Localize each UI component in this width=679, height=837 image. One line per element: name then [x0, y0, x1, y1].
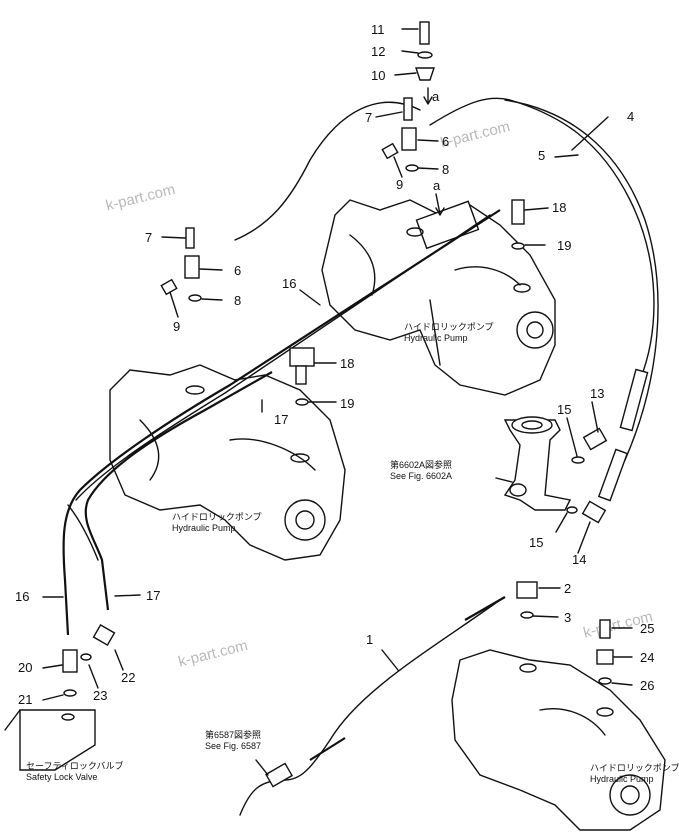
- callout-18-top: 18: [552, 200, 566, 215]
- callout-17-bottom: 17: [146, 588, 160, 603]
- callout-1: 1: [366, 632, 373, 647]
- fitting-25: [599, 619, 611, 639]
- hose-end-4: [619, 368, 649, 432]
- fitting-9-top: [381, 142, 399, 160]
- callout-a-top: a: [432, 89, 440, 104]
- oring-8-left: [188, 294, 202, 302]
- watermark-1: k-part.com: [104, 181, 177, 215]
- callout-17-mid: 17: [274, 412, 288, 427]
- watermark-2: k-part.com: [439, 118, 512, 152]
- see-6602a-en: See Fig. 6602A: [390, 471, 452, 481]
- callout-8-top: 8: [442, 162, 449, 177]
- oring-23: [80, 653, 92, 661]
- pump-label-en-upper: Hydraulic Pump: [404, 333, 468, 343]
- callout-15-bottom: 15: [529, 535, 543, 550]
- elbow-18-mid: [289, 347, 315, 367]
- pump-label-en-lower: Hydraulic Pump: [172, 523, 236, 533]
- oring-19-mid: [295, 398, 309, 406]
- callout-6-left: 6: [234, 263, 241, 278]
- pump-label-jp-lower: ハイドロリックポンプ: [172, 512, 262, 522]
- bolt-11: [419, 21, 430, 45]
- callout-14: 14: [572, 552, 586, 567]
- callouts: 11 12 10 7 6 8 9 a a 4 5 18 19 7 6 8 9 1…: [15, 22, 654, 707]
- callout-10: 10: [371, 68, 385, 83]
- hose-end-5: [597, 448, 629, 502]
- callout-2: 2: [564, 581, 571, 596]
- see-6587-en: See Fig. 6587: [205, 741, 261, 751]
- lower-hydraulic-pump: [109, 364, 346, 561]
- callout-22: 22: [121, 670, 135, 685]
- fitting-20: [62, 649, 78, 673]
- callout-19-top: 19: [557, 238, 571, 253]
- oring-15-bottom: [566, 506, 578, 514]
- oring-26: [598, 677, 612, 685]
- callout-7-left: 7: [145, 230, 152, 245]
- valve-block-6602a: [503, 416, 572, 511]
- washer-12: [417, 51, 433, 59]
- callout-19-mid: 19: [340, 396, 354, 411]
- upper-hydraulic-pump: [321, 199, 556, 396]
- callout-25: 25: [640, 621, 654, 636]
- leader-lines: [42, 28, 633, 776]
- callout-a-mid: a: [433, 178, 441, 193]
- callout-9-top: 9: [396, 177, 403, 192]
- annotations: ハイドロリックポンプ Hydraulic Pump ハイドロリックポンプ Hyd…: [26, 322, 679, 784]
- callout-7-top: 7: [365, 110, 372, 125]
- tee-6-top: [401, 127, 417, 151]
- callout-18-mid: 18: [340, 356, 354, 371]
- elbow-7-top: [403, 97, 413, 121]
- oring-19-top: [511, 242, 525, 250]
- fitting-24: [596, 649, 614, 665]
- elbow-18-stem: [295, 365, 307, 385]
- elbow-18-top: [511, 199, 525, 225]
- callout-16-top: 16: [282, 276, 296, 291]
- callout-9-left: 9: [173, 319, 180, 334]
- callout-15-top: 15: [557, 402, 571, 417]
- callout-8-left: 8: [234, 293, 241, 308]
- tee-6-left: [184, 255, 200, 279]
- elbow-22: [92, 623, 116, 647]
- callout-3: 3: [564, 610, 571, 625]
- safety-lock-en: Safety Lock Valve: [26, 772, 97, 782]
- callout-16-bottom: 16: [15, 589, 29, 604]
- see-6602a-jp: 第6602A図参照: [390, 459, 452, 470]
- elbow-14: [581, 500, 607, 524]
- callout-24: 24: [640, 650, 654, 665]
- oring-21: [63, 689, 77, 697]
- oring-8-top: [405, 164, 419, 172]
- safety-lock-jp: セーフティロックバルブ: [26, 760, 123, 771]
- fittings: [62, 21, 649, 788]
- elbow-2: [516, 581, 538, 599]
- pipes-16-17: [62, 209, 501, 636]
- callout-12: 12: [371, 44, 385, 59]
- elbow-7-left: [185, 227, 195, 249]
- hose-4-5: [234, 97, 659, 461]
- callout-4: 4: [627, 109, 634, 124]
- pump-label-en-bottom: Hydraulic Pump: [590, 774, 654, 784]
- safety-lock-valve: [4, 709, 96, 771]
- tee-hose-1: [265, 762, 293, 788]
- callout-5: 5: [538, 148, 545, 163]
- callout-20: 20: [18, 660, 32, 675]
- callout-23: 23: [93, 688, 107, 703]
- pump-label-jp-bottom: ハイドロリックポンプ: [590, 763, 679, 773]
- callout-6-top: 6: [442, 134, 449, 149]
- callout-13: 13: [590, 386, 604, 401]
- see-6587-jp: 第6587図参照: [205, 729, 261, 740]
- callout-26: 26: [640, 678, 654, 693]
- elbow-13: [582, 427, 608, 451]
- watermark-3: k-part.com: [177, 637, 250, 671]
- bottom-hydraulic-pump: [451, 649, 666, 831]
- block-10: [415, 67, 435, 81]
- callout-11: 11: [371, 22, 385, 37]
- callout-21: 21: [18, 692, 32, 707]
- pump-label-jp-upper: ハイドロリックポンプ: [404, 322, 494, 332]
- fitting-9-left: [160, 278, 178, 296]
- oring-3: [520, 611, 534, 619]
- oring-15-top: [571, 456, 585, 464]
